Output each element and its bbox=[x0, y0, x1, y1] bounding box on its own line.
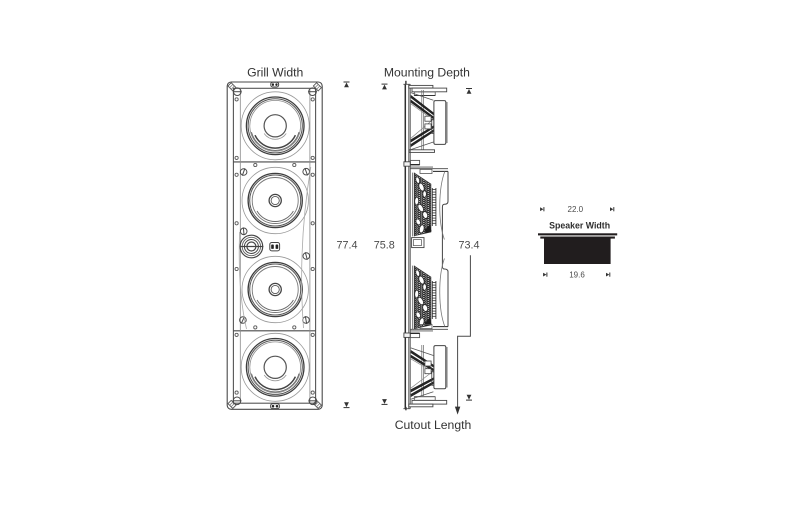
svg-text:73.4: 73.4 bbox=[458, 239, 479, 251]
svg-text:75.8: 75.8 bbox=[374, 239, 395, 251]
svg-text:Grill Width: Grill Width bbox=[247, 66, 303, 80]
svg-text:22.0: 22.0 bbox=[568, 205, 584, 214]
svg-text:Cutout Length: Cutout Length bbox=[395, 418, 472, 432]
svg-text:19.6: 19.6 bbox=[569, 271, 585, 280]
svg-text:77.4: 77.4 bbox=[336, 239, 357, 251]
svg-text:Mounting Depth: Mounting Depth bbox=[384, 66, 470, 80]
svg-text:Speaker Width: Speaker Width bbox=[549, 220, 610, 230]
